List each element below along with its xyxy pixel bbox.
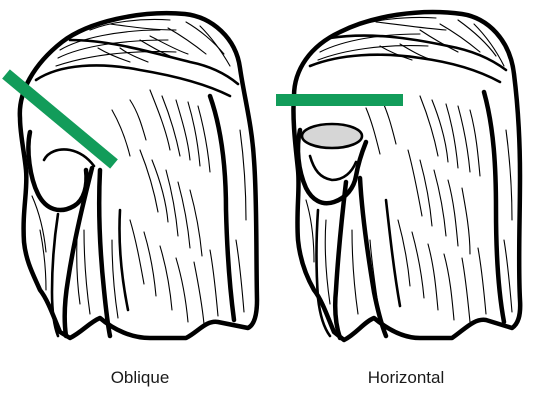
horizontal-label: Horizontal: [326, 368, 486, 388]
oblique-label: Oblique: [60, 368, 220, 388]
horizontal-bone-illustration: [276, 12, 520, 340]
oblique-bone-illustration: [6, 13, 257, 338]
oblique-bone-outline: [20, 13, 257, 338]
horizontal-cut-surface: [302, 124, 362, 148]
